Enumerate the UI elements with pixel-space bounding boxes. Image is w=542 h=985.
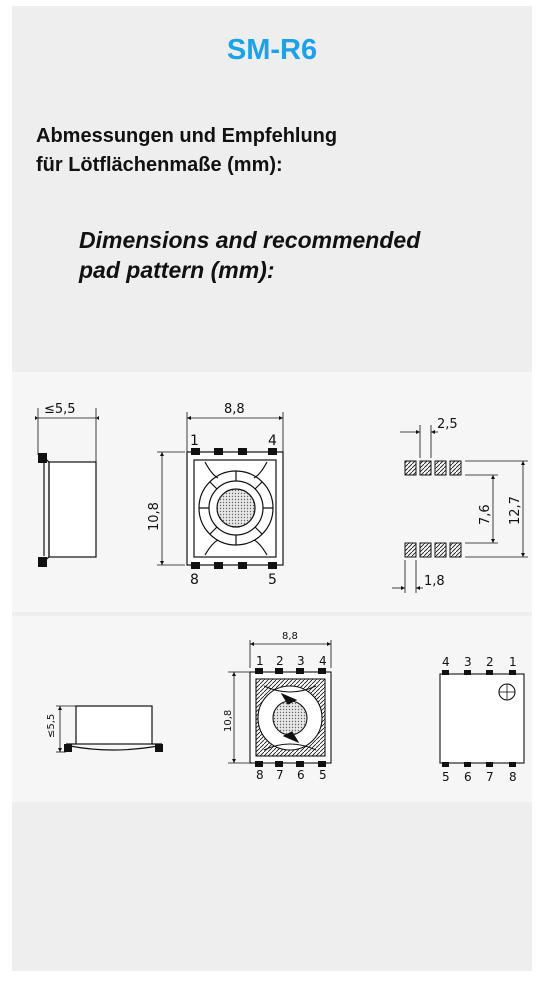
english-heading-line-2: pad pattern (mm): [79,257,275,283]
german-heading: Abmessungen und Empfehlung für Lötfläche… [36,122,337,180]
pad-pitch-label: 2,5 [437,417,458,432]
pad-pattern [404,460,462,558]
pin-label-5: 5 [268,572,277,588]
side-view-bottom [56,705,163,753]
bottom-pin-label-2: 2 [486,655,494,669]
bottom-pin-label-4: 4 [442,655,450,669]
top-height-label-bottom: 10,8 [223,710,234,732]
pin-label-top-1: 1 [256,654,264,668]
top-view-bottom [228,640,332,767]
top-view-top [157,412,284,569]
top-width-label: 8,8 [224,402,245,417]
bottom-pin-label-8: 8 [509,770,517,784]
bottom-pin-label-3: 3 [464,655,472,669]
pin-label-top-4: 4 [319,654,327,668]
pin-label-bot-6: 6 [297,768,305,782]
side-height-label-bottom: ≤5,5 [46,714,57,738]
english-heading-line-1: Dimensions and recommended [79,227,421,253]
pad-outer-label: 12,7 [508,496,523,525]
pin-label-top-3: 3 [297,654,305,668]
pad-inner-label: 7,6 [478,504,493,525]
side-view-top [35,408,99,567]
top-height-label: 10,8 [147,502,162,531]
pin-label-bot-7: 7 [276,768,284,782]
page-title: SM-R6 [226,34,318,66]
bottom-pin-label-5: 5 [442,770,450,784]
side-height-label: ≤5,5 [44,402,76,417]
pin-label-bot-8: 8 [256,768,264,782]
bottom-pin-label-7: 7 [486,770,494,784]
bottom-view [439,670,525,767]
pin-label-bot-5: 5 [319,768,327,782]
pad-dimensions [392,425,528,593]
top-width-label-bottom: 8,8 [282,631,298,642]
english-heading: Dimensions and recommended pad pattern (… [79,225,420,285]
pin-label-top-2: 2 [276,654,284,668]
bottom-pin-label-1: 1 [509,655,517,669]
pin-label-4: 4 [268,433,277,449]
german-heading-line-2: für Lötflächenmaße (mm): [36,154,283,176]
pin-label-1: 1 [190,433,199,449]
pad-width-label: 1,8 [424,574,445,589]
german-heading-line-1: Abmessungen und Empfehlung [36,125,338,147]
pin-label-8: 8 [190,572,199,588]
bottom-pin-label-6: 6 [464,770,472,784]
